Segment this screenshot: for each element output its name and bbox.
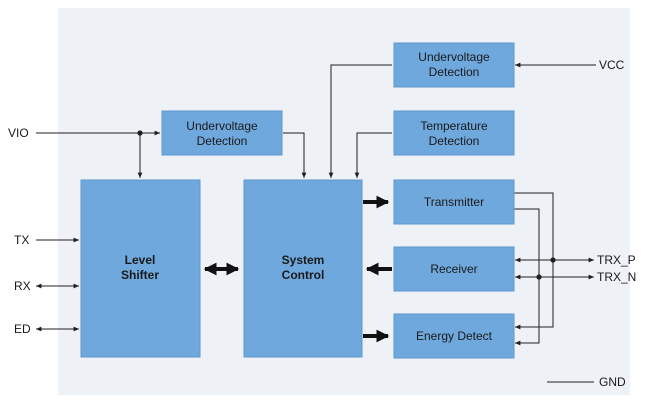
connections [36,62,596,383]
block-level-shifter: Level Shifter [80,179,201,358]
block-label: Detection [197,134,248,148]
pin-tx: TX [14,233,29,247]
block-system-control: System Control [243,179,363,358]
block-label: Detection [429,65,480,79]
pin-vio: VIO [8,126,29,140]
pin-vcc: VCC [599,58,625,72]
block-label: System [282,253,325,267]
block-undervoltage-vio: Undervoltage Detection [161,110,283,156]
pin-gnd: GND [599,375,626,389]
block-label: Transmitter [424,195,484,209]
block-label: Control [282,268,325,282]
block-transmitter: Transmitter [393,179,515,225]
block-temperature-detection: Temperature Detection [393,110,515,156]
block-label: Level [125,253,156,267]
pin-ed: ED [14,322,31,336]
block-label: Shifter [121,268,159,282]
block-label: Temperature [420,119,488,133]
block-label: Receiver [430,262,477,276]
pin-trx-n: TRX_N [597,270,636,284]
block-energy-detect: Energy Detect [393,313,515,359]
pin-labels: VIO TX RX ED VCC TRX_P TRX_N GND [8,58,636,389]
block-label: Detection [429,134,480,148]
block-receiver: Receiver [393,246,515,292]
data-buses [203,195,392,343]
block-label: Undervoltage [418,50,490,64]
block-label: Undervoltage [186,119,258,133]
pin-trx-p: TRX_P [597,253,636,267]
block-undervoltage-vcc: Undervoltage Detection [393,42,515,88]
pin-rx: RX [14,279,31,293]
block-label: Energy Detect [416,329,493,343]
